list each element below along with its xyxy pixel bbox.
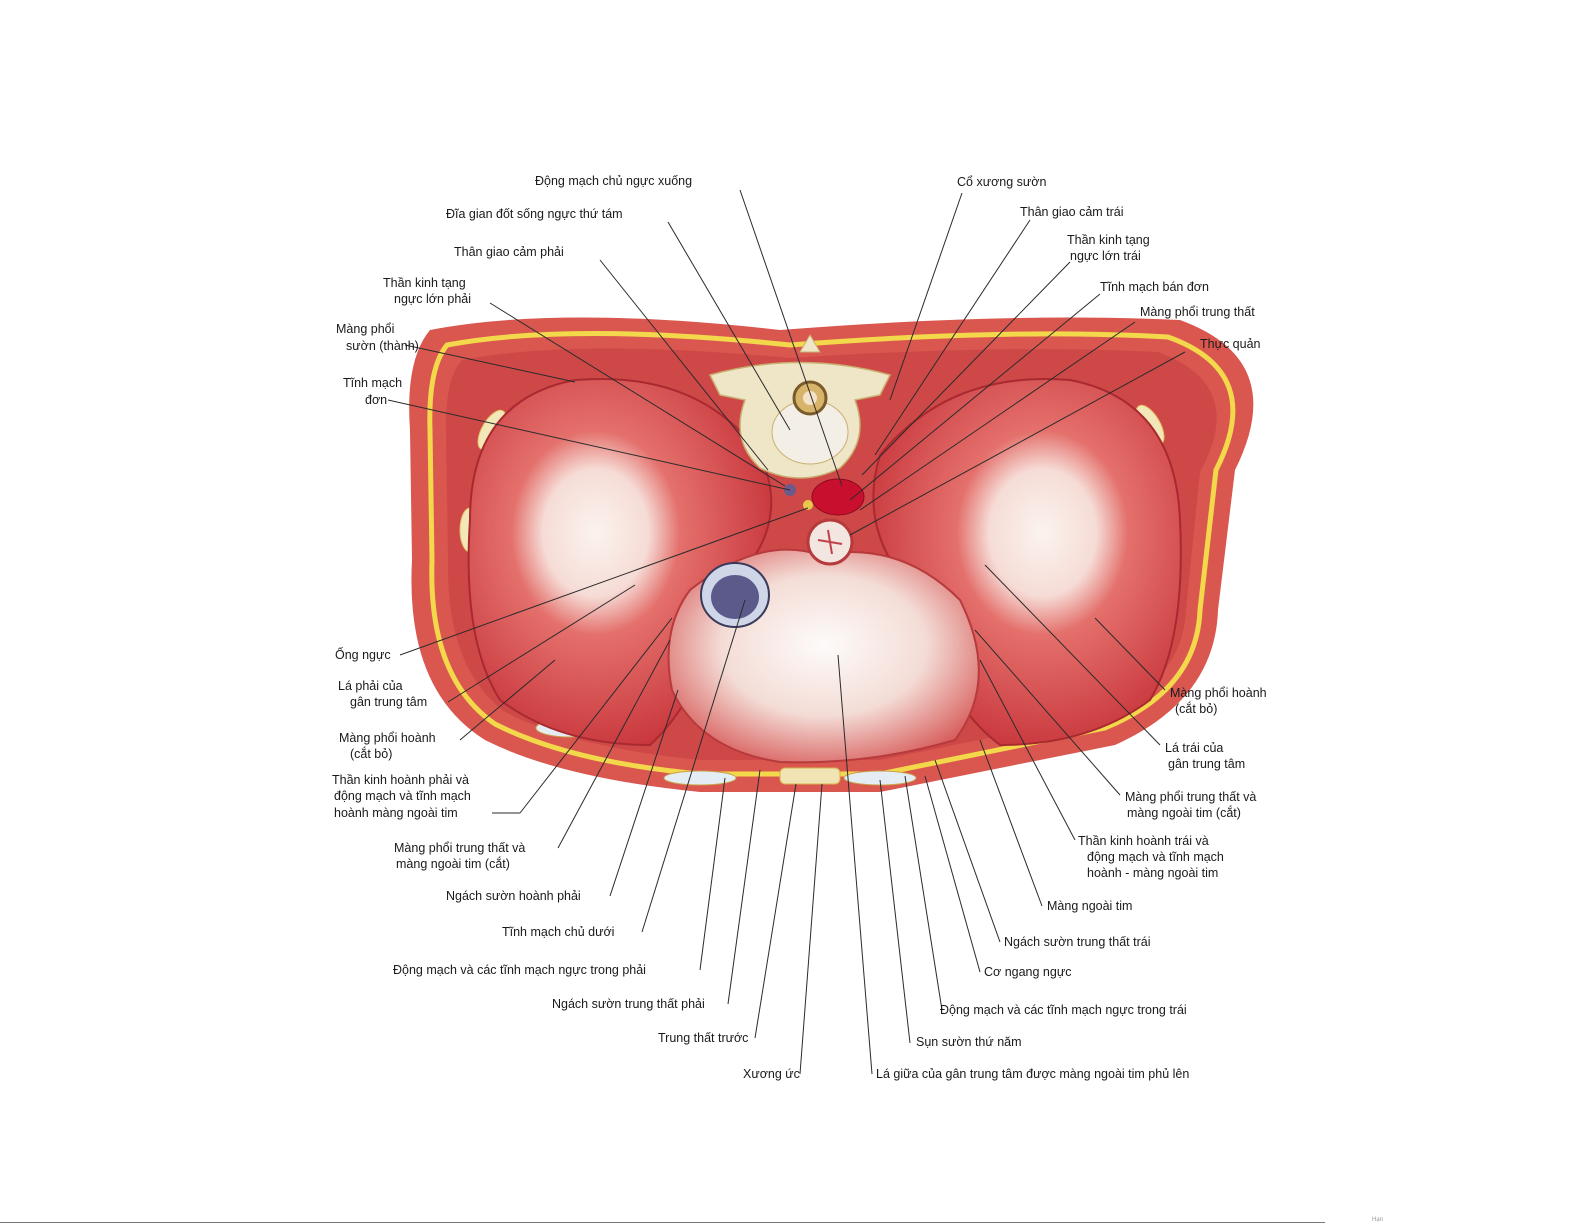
label-right-leaf-line2: gân trung tâm [350,695,427,709]
label-left-diaphragmatic-pleura-line1: Màng phổi hoành [1170,686,1267,700]
label-right-diaphragmatic-pleura-line1: Màng phổi hoành [339,731,436,745]
label-left-diaphragmatic-pleura-line2: (cắt bỏ) [1175,701,1217,716]
diaphragm [467,378,1182,764]
label-left-internal-thoracic-vessels: Động mạch và các tĩnh mạch ngực trong tr… [940,1003,1187,1017]
label-left-costomediastinal-recess: Ngách sườn trung thất trái [1004,935,1151,949]
label-left-leaf-line1: Lá trái của [1165,741,1223,755]
label-left-mediastinal-pleura-line2: màng ngoài tim (cắt) [1127,805,1241,820]
label-left-mediastinal-pleura-line1: Màng phổi trung thất và [1125,790,1256,804]
label-right-mediastinal-pleura-line2: màng ngoài tim (cắt) [396,856,510,871]
label-middle-leaf-central-tendon: Lá giữa của gân trung tâm được màng ngoà… [876,1067,1189,1081]
label-hemiazygos-vein: Tĩnh mạch bán đơn [1100,280,1209,294]
label-azygos-vein-line2: đơn [365,393,387,407]
label-right-diaphragmatic-pleura-line2: (cắt bỏ) [350,746,392,761]
label-right-costodiaphragmatic-recess: Ngách sườn hoành phải [446,889,581,903]
footer-rule [0,1222,1325,1223]
label-right-phrenic-line2: động mạch và tĩnh mạch [334,789,471,803]
footer-mark: Hạn [1372,1217,1384,1223]
label-left-sympathetic-trunk: Thân giao cảm trái [1020,205,1124,219]
label-right-mediastinal-pleura-line1: Màng phổi trung thất và [394,841,525,855]
label-fifth-costal-cartilage: Sụn sườn thứ năm [916,1035,1022,1049]
label-right-sympathetic-trunk: Thân giao cảm phải [454,245,564,259]
label-sternum: Xương ức [743,1067,800,1081]
label-anterior-mediastinum: Trung thất trước [658,1031,748,1045]
label-descending-aorta: Động mạch chủ ngực xuống [535,174,692,188]
label-pericardium: Màng ngoài tim [1047,899,1132,913]
label-right-phrenic-line3: hoành màng ngoài tim [334,806,458,820]
esophagus [806,518,854,566]
label-rib-neck: Cổ xương sườn [957,175,1046,189]
label-transversus-thoracis: Cơ ngang ngực [984,965,1071,979]
label-azygos-vein-line1: Tĩnh mạch [343,376,402,390]
label-right-costomediastinal-recess: Ngách sườn trung thất phải [552,997,705,1011]
label-right-splanchnic-nerve-line1: Thần kinh tạng [383,276,466,290]
label-left-splanchnic-nerve-line1: Thần kinh tạng [1067,233,1150,247]
label-right-phrenic-line1: Thần kinh hoành phải và [332,773,469,787]
label-costal-pleura-line2: sườn (thành) [346,339,419,353]
label-right-internal-thoracic-vessels: Động mạch và các tĩnh mạch ngực trong ph… [393,963,646,977]
label-inferior-vena-cava: Tĩnh mạch chủ dưới [502,925,614,939]
label-esophagus: Thực quản [1200,337,1261,351]
inferior-vena-cava [700,562,770,628]
label-mediastinal-pleura: Màng phổi trung thất [1140,305,1255,319]
label-thoracic-duct: Ống ngực [335,647,391,662]
leader-lines [387,189,1186,1075]
label-left-leaf-line2: gân trung tâm [1168,757,1245,771]
label-costal-pleura-line1: Màng phổi [336,322,394,336]
label-left-splanchnic-nerve-line2: ngực lớn trái [1070,249,1141,263]
label-right-leaf-line1: Lá phải của [338,679,403,693]
label-left-phrenic-line1: Thần kinh hoành trái và [1078,834,1209,848]
aorta [811,478,865,516]
label-left-phrenic-line3: hoành - màng ngoài tim [1087,866,1218,880]
label-intervertebral-disc: Đĩa gian đốt sống ngực thứ tám [446,207,623,221]
label-left-phrenic-line2: động mạch và tĩnh mạch [1087,850,1224,864]
label-right-splanchnic-nerve-line2: ngực lớn phải [394,292,471,306]
